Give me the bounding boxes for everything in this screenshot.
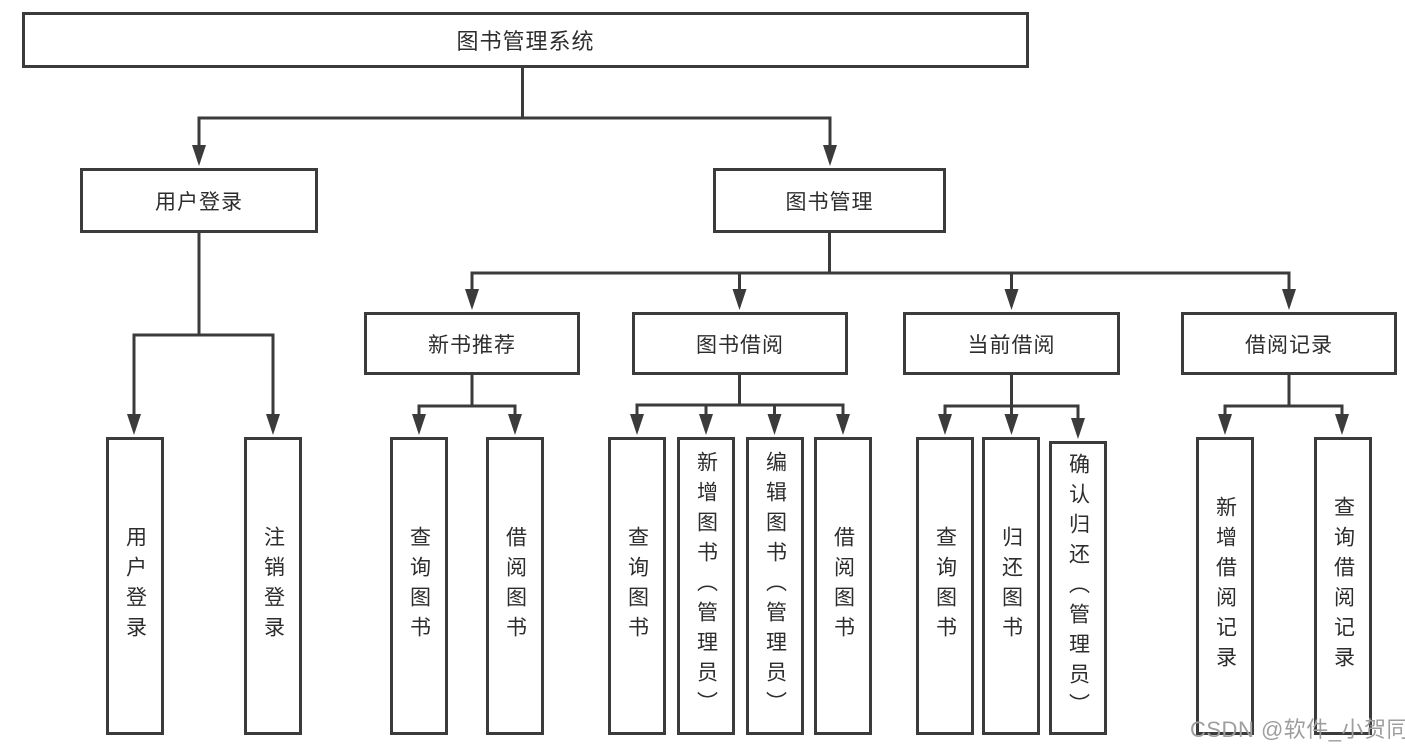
node-label: 借阅图书 [503,526,527,646]
node-edit-books-admin: 编辑图书（管理员） [746,437,804,735]
node-logout: 注销登录 [244,437,302,735]
watermark: CSDN @软件_小贺同学 [1190,717,1405,742]
node-label: 查询图书 [933,526,957,646]
node-label: 查询图书 [625,526,649,646]
node-borrowing-query-books: 查询图书 [608,437,666,735]
node-add-borrow-record: 新增借阅记录 [1196,437,1254,735]
node-label: 借阅图书 [831,526,855,646]
node-query-borrow-record: 查询借阅记录 [1314,437,1372,735]
connector-management-to-sections [465,233,1296,310]
node-current-borrowing: 当前借阅 [903,312,1120,375]
node-new-book-recommendation: 新书推荐 [364,312,580,375]
node-label: 新增图书（管理员） [694,451,718,721]
connector-current-to-children [938,375,1085,439]
node-label: 当前借阅 [967,333,1056,357]
connector-login-to-children [127,233,280,435]
connector-recommend-to-children [412,375,522,435]
connector-root-to-level2 [192,67,837,166]
node-label: 图书管理 [785,190,874,214]
node-label: 图书借阅 [696,333,784,357]
node-borrowing-borrow-books: 借阅图书 [814,437,872,735]
node-label: 借阅记录 [1245,333,1333,357]
node-label: 用户登录 [155,190,243,214]
node-book-borrowing: 图书借阅 [632,312,848,375]
node-label: 归还图书 [999,526,1023,646]
connector-borrowing-to-children [630,375,850,435]
node-label: 新增借阅记录 [1213,496,1237,676]
node-label: 新书推荐 [428,333,516,357]
node-label: 查询图书 [407,526,431,646]
node-add-books-admin: 新增图书（管理员） [677,437,735,735]
node-label: 确认归还（管理员） [1066,453,1090,723]
node-label: 图书管理系统 [456,29,595,54]
node-recommend-borrow-books: 借阅图书 [486,437,544,735]
node-return-books: 归还图书 [982,437,1040,735]
node-label: 用户登录 [123,526,147,646]
node-label: 注销登录 [261,526,285,646]
node-user-login: 用户登录 [80,168,318,233]
node-label: 查询借阅记录 [1331,496,1355,676]
node-user-login-leaf: 用户登录 [106,437,164,735]
node-current-query-books: 查询图书 [916,437,974,735]
node-label: 编辑图书（管理员） [763,451,787,721]
node-borrowing-records: 借阅记录 [1181,312,1397,375]
node-book-management: 图书管理 [713,168,946,233]
node-library-management-system: 图书管理系统 [22,12,1029,68]
connector-records-to-children [1218,375,1349,435]
node-confirm-return-admin: 确认归还（管理员） [1049,441,1107,735]
node-recommend-query-books: 查询图书 [390,437,448,735]
